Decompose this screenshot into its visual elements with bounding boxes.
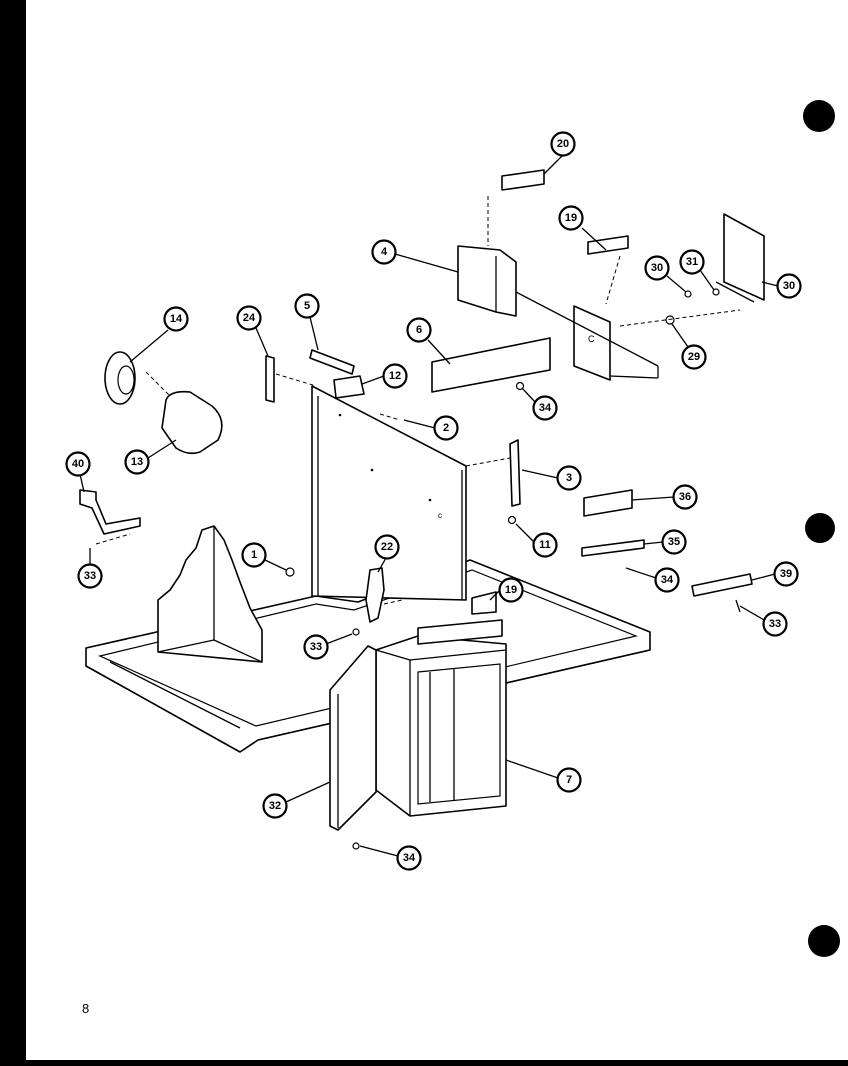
callout-12: 12 <box>382 363 408 389</box>
callout-1: 1 <box>241 542 267 568</box>
callout-20-label: 20 <box>557 138 569 150</box>
callout-7-label: 7 <box>566 774 572 786</box>
callout-34-top-label: 34 <box>539 402 552 414</box>
callout-34-mid-label: 34 <box>661 574 674 586</box>
callout-29: 29 <box>681 344 707 370</box>
callout-1-label: 1 <box>251 549 257 561</box>
scan-bottom-border <box>0 1060 848 1066</box>
callout-39: 39 <box>773 561 799 587</box>
callout-34-mid: 34 <box>654 567 680 593</box>
cabinet-box <box>375 619 507 817</box>
callout-34-bottom-label: 34 <box>403 852 416 864</box>
scan-left-border <box>0 0 26 1066</box>
callout-39-label: 39 <box>780 568 792 580</box>
callout-3-label: 3 <box>566 472 572 484</box>
callout-33-left: 33 <box>77 563 103 589</box>
access-door <box>329 645 377 831</box>
callout-13-label: 13 <box>131 456 143 468</box>
center-panel: c <box>311 385 467 601</box>
callout-33-mid: 33 <box>303 634 329 660</box>
assembly-lines <box>95 196 741 605</box>
callout-5: 5 <box>294 293 320 319</box>
callout-35-label: 35 <box>668 536 680 548</box>
callout-32: 32 <box>262 793 288 819</box>
callout-40: 40 <box>65 451 91 477</box>
callout-2: 2 <box>433 415 459 441</box>
callout-31-label: 31 <box>686 256 698 268</box>
callout-2-label: 2 <box>443 422 449 434</box>
callout-22: 22 <box>374 534 400 560</box>
callout-36: 36 <box>672 484 698 510</box>
callout-32-label: 32 <box>269 800 281 812</box>
callout-33-left-label: 33 <box>84 570 96 582</box>
callout-5-label: 5 <box>304 300 310 312</box>
callout-34-bottom: 34 <box>396 845 422 871</box>
callout-33-mid-label: 33 <box>310 641 322 653</box>
callout-30-right: 30 <box>776 273 802 299</box>
callout-29-label: 29 <box>688 351 700 363</box>
callout-40-label: 40 <box>72 458 84 470</box>
callout-24: 24 <box>236 305 262 331</box>
upper-brackets: C <box>265 169 765 615</box>
callout-11: 11 <box>532 532 558 558</box>
callout-3: 3 <box>556 465 582 491</box>
callout-30-left: 30 <box>644 255 670 281</box>
callout-13: 13 <box>124 449 150 475</box>
torn-partition <box>157 525 263 663</box>
binder-hole-middle <box>805 513 835 543</box>
callout-7: 7 <box>556 767 582 793</box>
callout-6-label: 6 <box>416 324 422 336</box>
callout-19-bottom-label: 19 <box>505 584 517 596</box>
callout-24-label: 24 <box>243 312 256 324</box>
callout-33-right: 33 <box>762 611 788 637</box>
callout-30-left-label: 30 <box>651 262 663 274</box>
callout-4: 4 <box>371 239 397 265</box>
callout-6: 6 <box>406 317 432 343</box>
callout-14-label: 14 <box>170 313 183 325</box>
callout-14: 14 <box>163 306 189 332</box>
callout-4-label: 4 <box>381 246 388 258</box>
callout-35: 35 <box>661 529 687 555</box>
callout-19-top-label: 19 <box>565 212 577 224</box>
svg-text:c: c <box>438 511 442 520</box>
callout-20: 20 <box>550 131 576 157</box>
svg-text:C: C <box>588 334 595 344</box>
binder-hole-bottom <box>808 925 840 957</box>
callout-11-label: 11 <box>539 539 551 551</box>
callout-12-label: 12 <box>389 370 401 382</box>
binder-hole-top <box>803 100 835 132</box>
callout-19-top: 19 <box>558 205 584 231</box>
callout-31: 31 <box>679 249 705 275</box>
callout-19-bottom: 19 <box>498 577 524 603</box>
callout-22-label: 22 <box>381 541 393 553</box>
callout-30-right-label: 30 <box>783 280 795 292</box>
callout-36-label: 36 <box>679 491 691 503</box>
page-number: 8 <box>82 1001 90 1016</box>
callout-34-top: 34 <box>532 395 558 421</box>
motor-assembly <box>79 288 720 636</box>
callout-33-right-label: 33 <box>769 618 781 630</box>
